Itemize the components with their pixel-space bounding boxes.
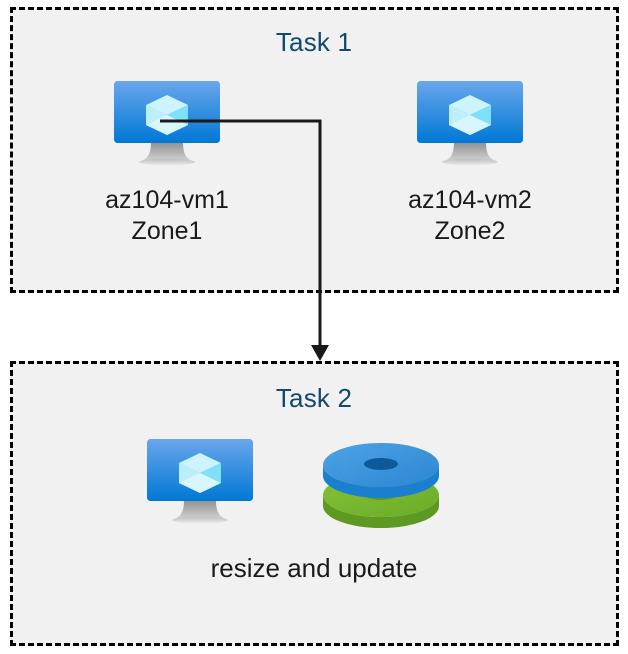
virtual-machine-icon — [113, 80, 221, 172]
node-az104-vm1[interactable]: az104-vm1 Zone1 — [52, 80, 282, 247]
task-2-title: Task 2 — [275, 383, 353, 413]
task-1-title: Task 1 — [275, 27, 353, 57]
disks-icon[interactable] — [320, 440, 442, 532]
virtual-machine-icon — [416, 80, 524, 172]
node-label-az104-vm1: az104-vm1 Zone1 — [105, 186, 229, 245]
virtual-machine-icon[interactable] — [146, 438, 254, 530]
node-az104-vm2[interactable]: az104-vm2 Zone2 — [355, 80, 585, 247]
task-2-caption: resize and update — [210, 553, 418, 583]
node-label-az104-vm2: az104-vm2 Zone2 — [408, 186, 532, 245]
task-2-icon-row — [130, 438, 470, 538]
task-2-group-box — [10, 361, 619, 646]
